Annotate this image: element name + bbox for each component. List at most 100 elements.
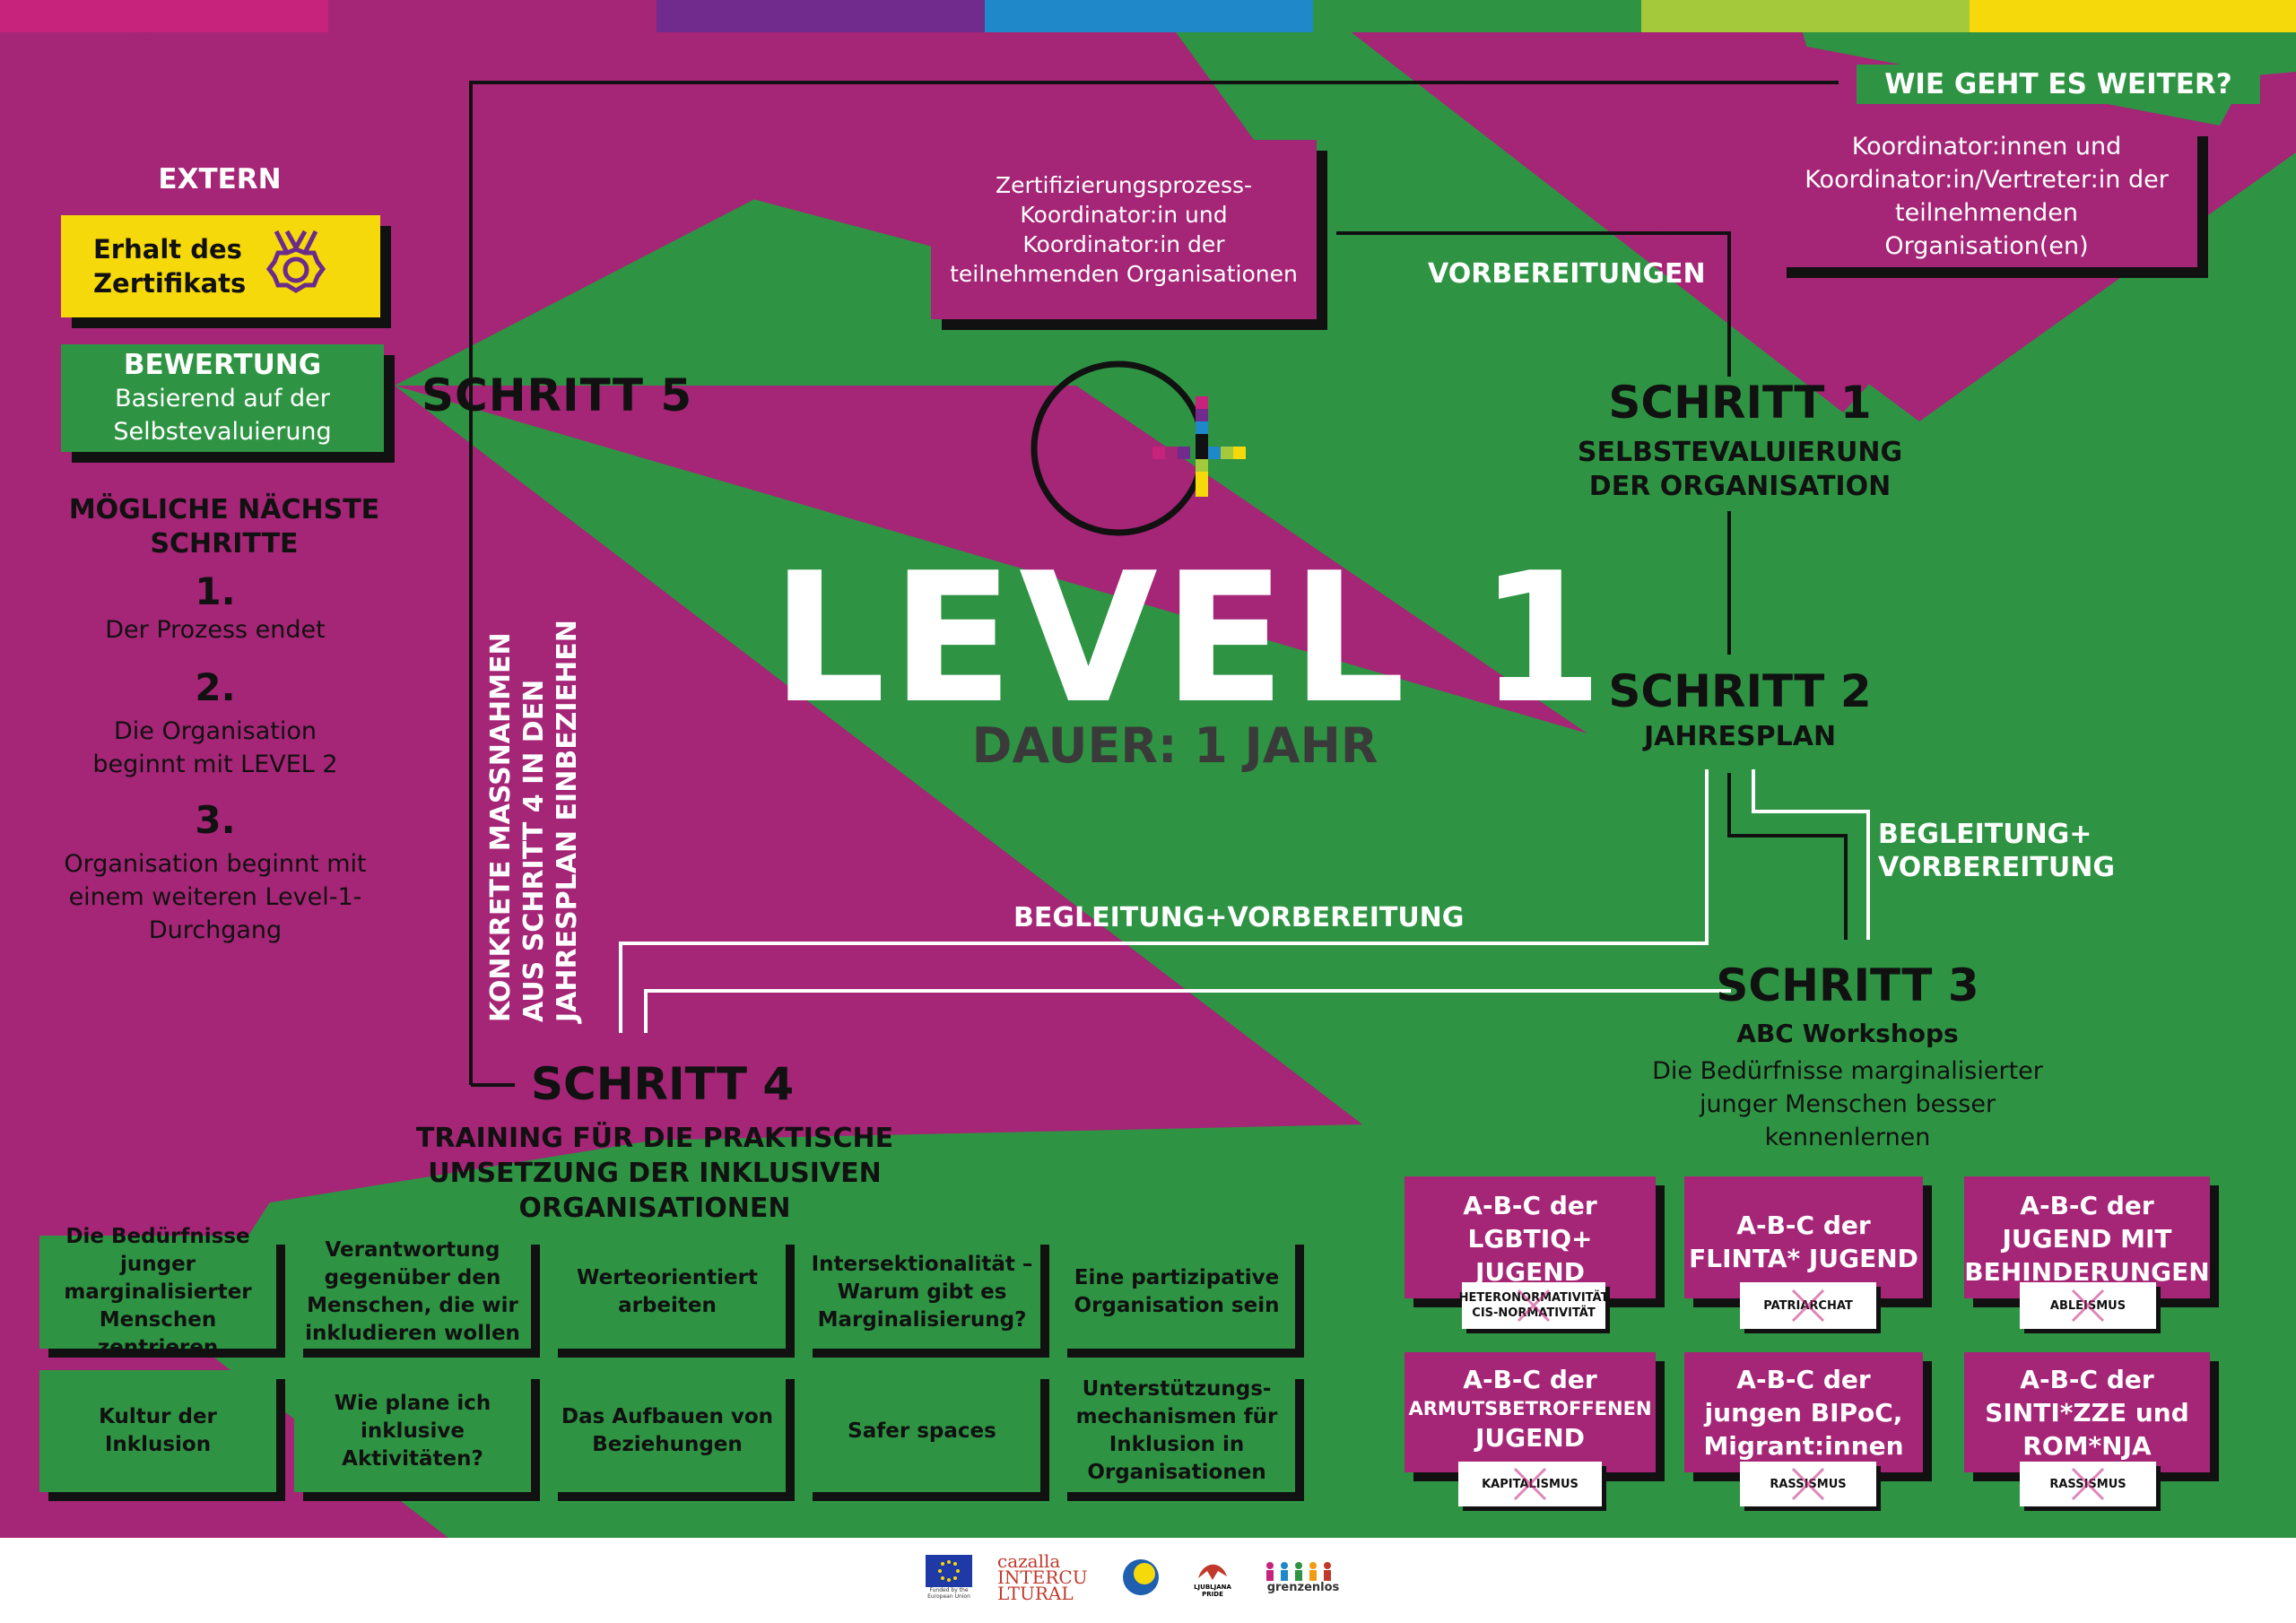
abc-line: A-B-C der xyxy=(2020,1191,2154,1220)
training-tile: Verantwortung gegenüber den Menschen, di… xyxy=(294,1236,531,1349)
training-tile: Werteorientiert arbeiten xyxy=(549,1236,786,1349)
grenzenlos-logo-text: grenzenlos xyxy=(1266,1580,1340,1594)
medal-icon xyxy=(265,230,326,293)
abc-line: FLINTA* JUGEND xyxy=(1689,1244,1918,1273)
color-strip-4 xyxy=(985,0,1313,32)
abc-box: A-B-C der jungen BIPoC, Migrant:innen xyxy=(1684,1352,1923,1472)
abc-tag: PATRIARCHAT xyxy=(1740,1282,1876,1329)
color-strip-5 xyxy=(1313,0,1641,32)
color-strip-3 xyxy=(657,0,985,32)
next-steps-list: 1. Der Prozess endet 2. Die Organisation… xyxy=(36,570,395,947)
certificate-box: Erhalt des Zertifikats xyxy=(61,215,380,317)
pride-logo: LJUBLJANA PRIDE xyxy=(1186,1557,1239,1598)
bewertung-text: Basierend auf der Selbstevaluierung xyxy=(113,385,332,446)
eu-logo-text: Funded by the European Union xyxy=(927,1587,970,1600)
training-tile: Die Bedürfnisse junger marginalisierter … xyxy=(39,1225,276,1359)
pixel-cross-icon xyxy=(1152,396,1246,497)
cross-out-icon xyxy=(1517,1289,1551,1323)
begleitung-right-label: BEGLEITUNG+ VORBEREITUNG xyxy=(1878,819,2115,883)
next-step-number: 3. xyxy=(195,798,236,842)
abc-line: JUGEND xyxy=(1475,1257,1585,1287)
training-tile: Intersektionalität – Warum gibt es Margi… xyxy=(804,1236,1040,1349)
schritt-1-subtitle: SELBSTEVALUIERUNG DER ORGANISATION xyxy=(1577,437,1903,502)
abc-tag: KAPITALISMUS xyxy=(1458,1462,1602,1506)
abc-line: A-B-C der xyxy=(2020,1365,2154,1394)
schritt-3-title: SCHRITT 3 xyxy=(1716,959,1979,1011)
next-step-text: Die Organisation beginnt mit LEVEL 2 xyxy=(92,717,338,778)
training-tile: Kultur der Inklusion xyxy=(39,1370,276,1492)
eu-flag-icon xyxy=(926,1555,972,1587)
schritt-5-title: SCHRITT 5 xyxy=(422,369,693,421)
coordinator-text-left: Zertifizierungsprozess-Koordinator:in un… xyxy=(950,172,1298,287)
coordinator-text-right: Koordinator:innen und Koordinator:in/Ver… xyxy=(1805,133,2169,260)
pride-logo-text: LJUBLJANA PRIDE xyxy=(1194,1584,1231,1598)
next-steps-heading: MÖGLICHE NÄCHSTE SCHRITTE xyxy=(68,494,380,560)
training-tile: Wie plane ich inklusive Aktivitäten? xyxy=(294,1370,531,1492)
moon-logo-icon xyxy=(1123,1559,1159,1595)
eu-logo: Funded by the European Union xyxy=(924,1555,974,1600)
abc-line: A-B-C der xyxy=(1736,1365,1871,1394)
level-title: LEVEL 1 xyxy=(771,534,1609,743)
cross-out-icon xyxy=(1791,1467,1825,1501)
abc-box: A-B-C der JUGEND MIT BEHINDERUNGEN xyxy=(1964,1176,2210,1298)
next-step-text: Der Prozess endet xyxy=(105,616,326,644)
color-strip-2 xyxy=(328,0,657,32)
cazalla-logo-text: cazalla INTERCULTURAL xyxy=(997,1549,1088,1604)
schritt-2-title: SCHRITT 2 xyxy=(1608,665,1872,717)
schritt-4-title: SCHRITT 4 xyxy=(531,1058,795,1110)
vorbereitungen-label: VORBEREITUNGEN xyxy=(1428,258,1706,290)
abc-tag: RASSISMUS xyxy=(1740,1462,1876,1506)
abc-line: JUGEND MIT xyxy=(2002,1224,2172,1254)
bewertung-title: BEWERTUNG xyxy=(123,349,322,381)
abc-tag: ABLEISMUS xyxy=(2020,1282,2156,1329)
dragon-icon xyxy=(1198,1564,1227,1580)
next-step-text: Organisation beginnt mit einem weiteren … xyxy=(64,850,367,944)
abc-box: A-B-C der ARMUTSBETROFFENEN JUGEND xyxy=(1405,1352,1656,1472)
abc-line: SINTI*ZZE und xyxy=(1985,1398,2189,1428)
bewertung-box: BEWERTUNG Basierend auf der Selbstevalui… xyxy=(61,344,384,452)
poster: WIE GEHT ES WEITER? EXTERN Erhalt des Ze… xyxy=(0,0,2296,1538)
cazalla-logo: cazalla INTERCULTURAL xyxy=(997,1549,1096,1604)
next-step-number: 1. xyxy=(195,569,236,613)
grenzenlos-logo: grenzenlos xyxy=(1263,1561,1344,1594)
schritt-3-subtitle: ABC Workshops xyxy=(1736,1019,1959,1048)
abc-line: A-B-C der xyxy=(1463,1191,1597,1220)
abc-box: A-B-C der FLINTA* JUGEND xyxy=(1684,1176,1923,1298)
color-strip-7 xyxy=(1970,0,2296,32)
people-icon xyxy=(1266,1561,1331,1581)
next-step-number: 2. xyxy=(195,665,236,709)
cross-out-icon xyxy=(2071,1289,2105,1323)
abc-line: A-B-C der xyxy=(1736,1211,1871,1240)
abc-box: A-B-C der LGBTIQ+ JUGEND xyxy=(1405,1176,1656,1298)
abc-tag-label: HETERONORMATIVITÄT CIS-NORMATIVITÄT xyxy=(1458,1291,1609,1320)
training-tile: Das Aufbauen von Beziehungen xyxy=(549,1370,786,1492)
abc-line: JUGEND xyxy=(1475,1423,1585,1453)
certificate-label: Erhalt des Zertifikats xyxy=(93,234,247,299)
abc-line: LGBTIQ+ xyxy=(1467,1224,1593,1254)
coordinator-box-left: Zertifizierungsprozess-Koordinator:in un… xyxy=(931,140,1317,319)
begleitung-mid-label: BEGLEITUNG+VORBEREITUNG xyxy=(1013,902,1465,933)
training-tile: Unterstützungs-mechanismen für Inklusion… xyxy=(1058,1370,1295,1492)
duration-label: DAUER: 1 JAHR xyxy=(971,717,1378,774)
wie-geht-es-weiter-label: WIE GEHT ES WEITER? xyxy=(1857,65,2260,104)
abc-line: A-B-C der xyxy=(1463,1365,1597,1394)
schritt-2-subtitle: JAHRESPLAN xyxy=(1643,721,1837,752)
abc-tag: HETERONORMATIVITÄT CIS-NORMATIVITÄT xyxy=(1459,1282,1608,1329)
training-tile: Safer spaces xyxy=(804,1370,1040,1492)
cross-out-icon xyxy=(1791,1289,1825,1323)
abc-line: ARMUTSBETROFFENEN xyxy=(1408,1398,1652,1419)
training-tile: Eine partizipative Organisation sein xyxy=(1058,1236,1295,1349)
color-strip-6 xyxy=(1641,0,1970,32)
schritt-3-text: Die Bedürfnisse marginalisierter junger … xyxy=(1652,1057,2043,1151)
abc-tag: RASSISMUS xyxy=(2020,1462,2156,1506)
abc-box: A-B-C der SINTI*ZZE und ROM*NJA JUGEND xyxy=(1964,1352,2210,1494)
cross-out-icon xyxy=(2071,1467,2105,1501)
vertical-note: KONKRETE MASSNAHMEN AUS SCHRITT 4 IN DEN… xyxy=(485,620,583,1022)
schritt-4-subtitle: TRAINING FÜR DIE PRAKTISCHE UMSETZUNG DE… xyxy=(415,1123,894,1224)
abc-line: Migrant:innen xyxy=(1703,1431,1904,1461)
schritt-1-title: SCHRITT 1 xyxy=(1608,377,1872,429)
extern-heading: EXTERN xyxy=(158,163,282,195)
footer-logos: Funded by the European Union cazalla INT… xyxy=(924,1546,1372,1609)
coordinator-box-right: Koordinator:innen und Koordinator:in/Ver… xyxy=(1776,126,2197,267)
cross-out-icon xyxy=(1513,1467,1547,1501)
